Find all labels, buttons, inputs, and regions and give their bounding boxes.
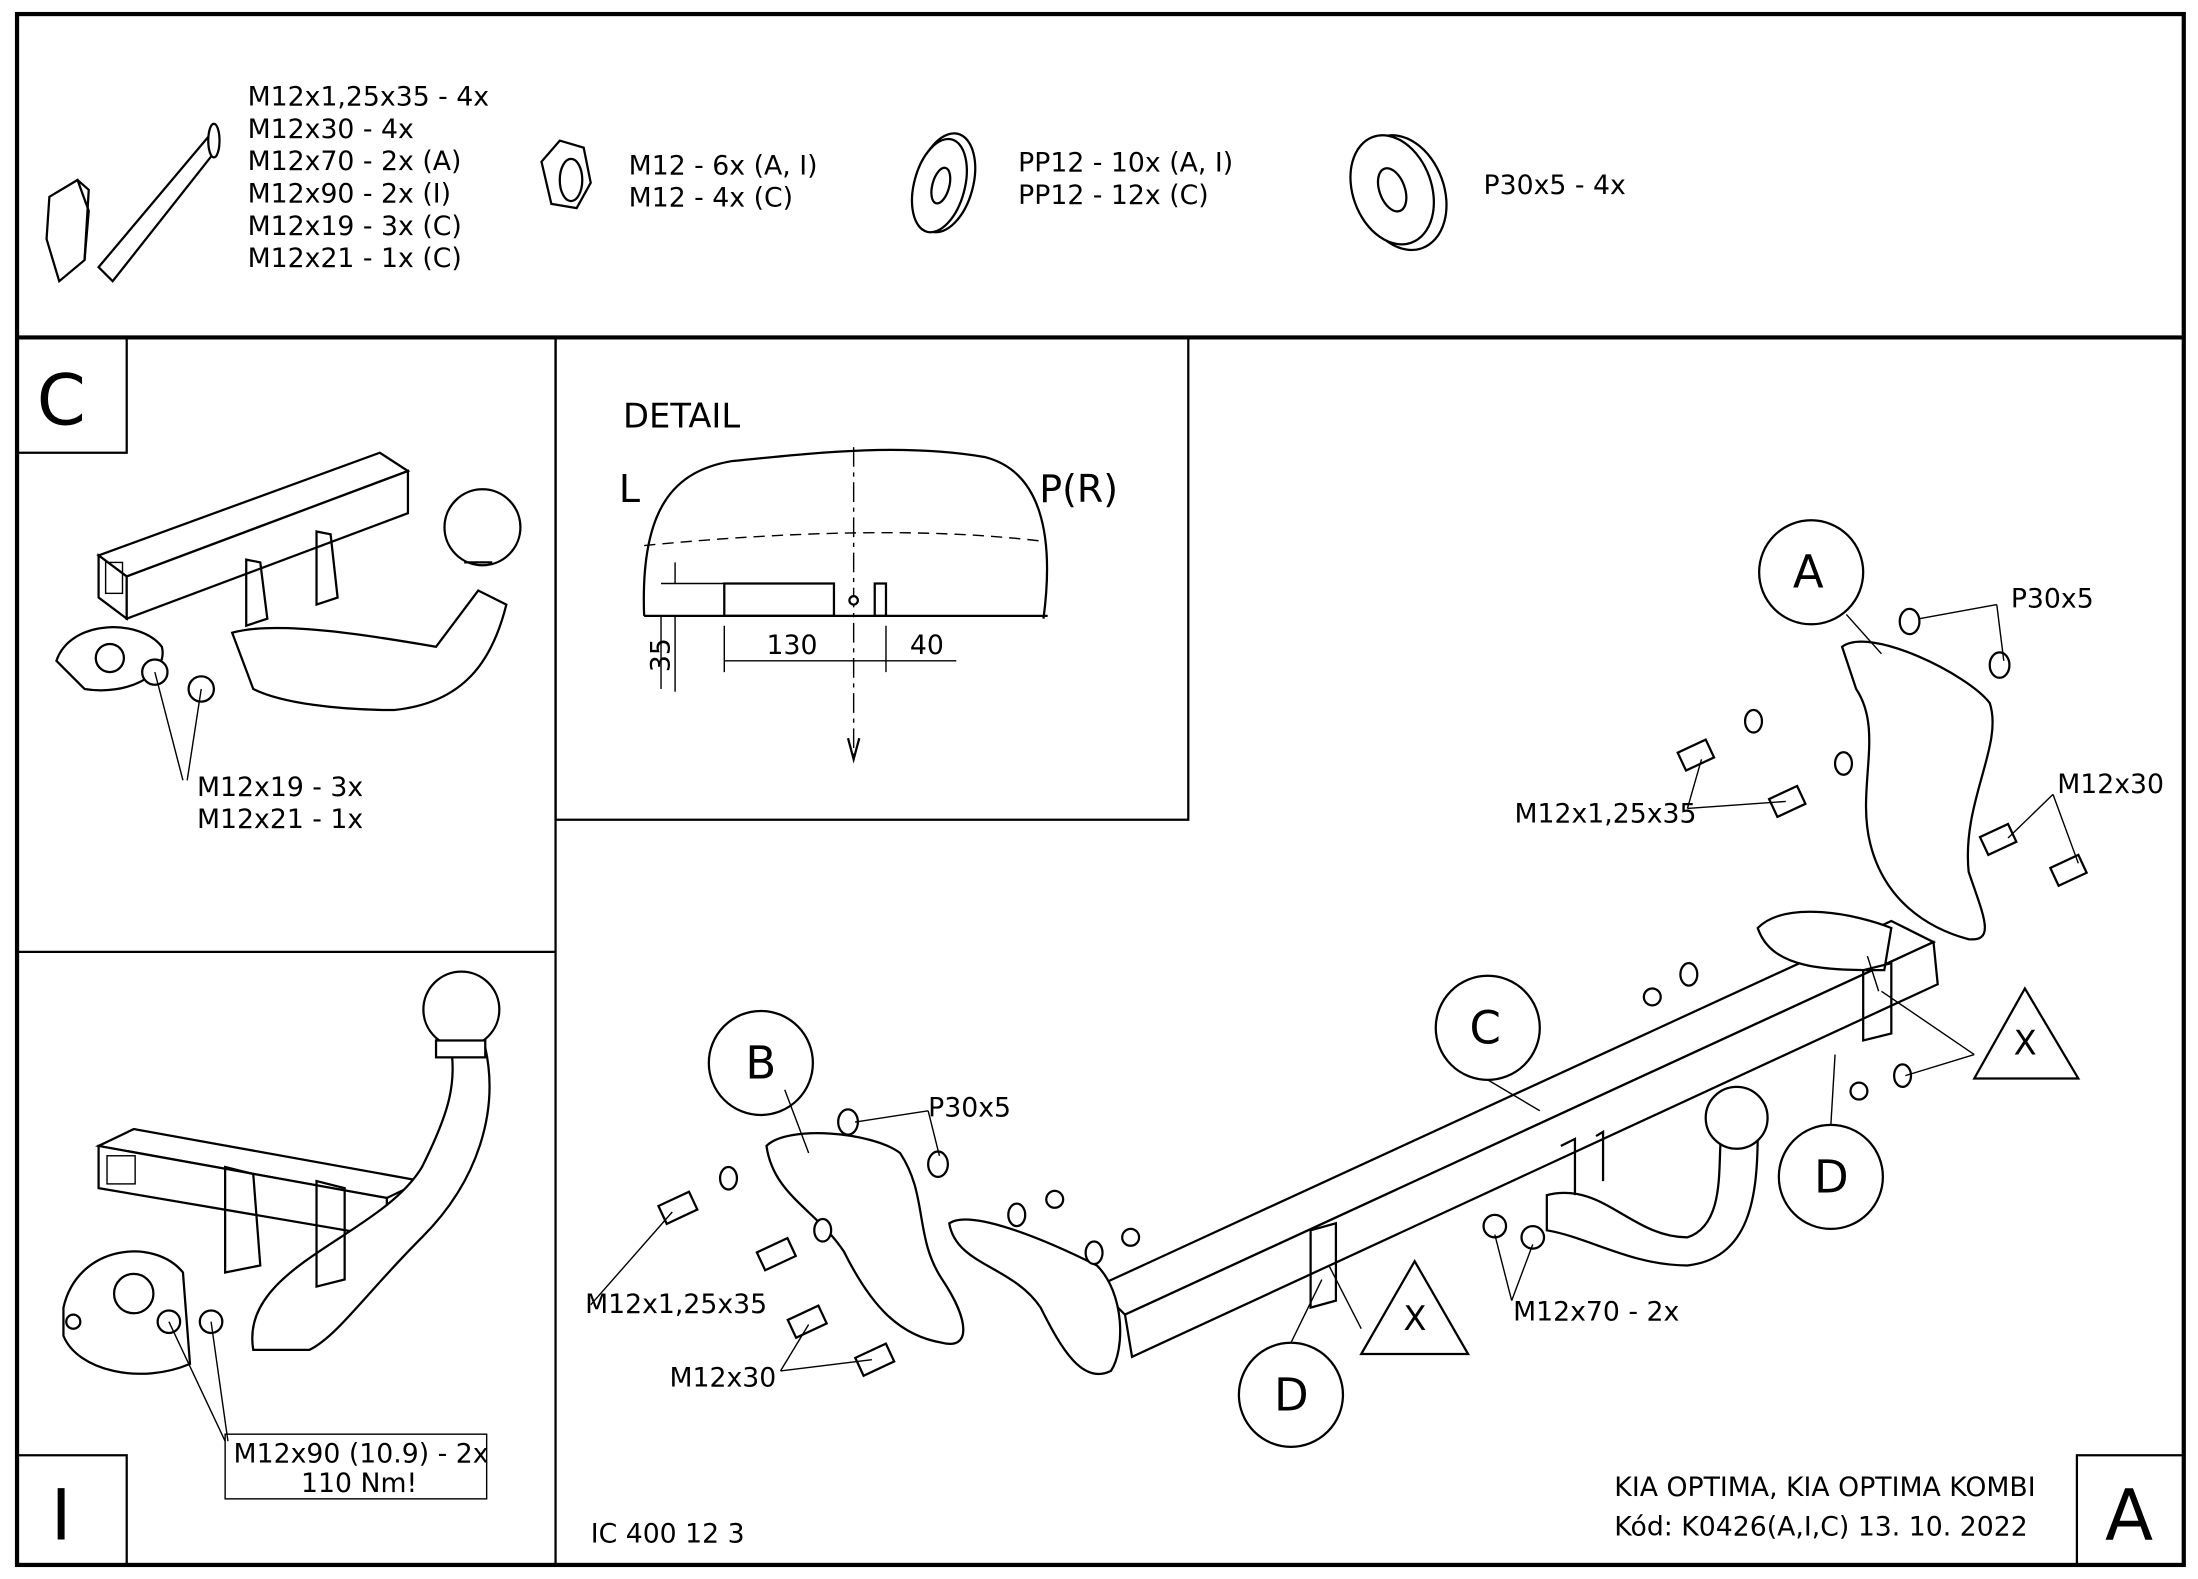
- large-washer-item: P30x5 - 4x: [1484, 170, 1626, 201]
- callout-d: D: [1274, 1368, 1309, 1421]
- vehicle-title: KIA OPTIMA, KIA OPTIMA KOMBI: [1614, 1472, 2035, 1503]
- large-washer-icon: [1349, 134, 1448, 252]
- nut-item: M12 - 6x (A, I): [629, 150, 818, 181]
- bolt-item: M12x1,25x35 - 4x: [248, 81, 489, 112]
- sheet-letter-box: [2075, 1454, 2185, 1567]
- washer-item: PP12 - 12x (C): [1018, 180, 1209, 211]
- panel-c-label: M12x21 - 1x: [197, 804, 363, 835]
- label-bolt-b: M12x1,25x35: [585, 1289, 767, 1320]
- label-bolt-a: M12x1,25x35: [1514, 799, 1696, 830]
- panel-c-towbar-drawing: [55, 451, 522, 781]
- label-p30x5-a: P30x5: [2011, 583, 2094, 614]
- callout-c: C: [1469, 1001, 1500, 1054]
- label-m12x30-b: M12x30: [669, 1362, 776, 1393]
- washer-icon: [910, 132, 977, 234]
- detail-frame: [554, 336, 1190, 821]
- bolt-item: M12x30 - 4x: [248, 114, 414, 145]
- panel-c-letter-box: [15, 336, 128, 454]
- detail-right-label: P(R): [1039, 467, 1118, 511]
- callout-x: X: [1403, 1299, 1426, 1338]
- nut-item: M12 - 4x (C): [629, 183, 793, 214]
- detail-left-label: L: [619, 467, 640, 511]
- detail-dim-width: 130: [766, 630, 817, 661]
- drawing-code: IC 400 12 3: [591, 1518, 745, 1549]
- panel-i-label: M12x90 (10.9) - 2x: [234, 1438, 489, 1469]
- detail-title: DETAIL: [623, 396, 740, 435]
- callout-x: X: [2014, 1024, 2037, 1063]
- callout-a: A: [1793, 546, 1824, 599]
- panel-c-label: M12x19 - 3x: [197, 772, 363, 803]
- bolt-list: M12x1,25x35 - 4x M12x30 - 4x M12x70 - 2x…: [248, 81, 489, 274]
- torque-note-box: [224, 1433, 488, 1500]
- callout-d: D: [1814, 1150, 1849, 1203]
- label-m12x70: M12x70 - 2x: [1513, 1296, 1679, 1327]
- nut-icon: [540, 139, 592, 210]
- sheet-letter: A: [2105, 1475, 2153, 1557]
- panel-c-letter: C: [37, 360, 86, 442]
- bolt-item: M12x90 - 2x (I): [248, 178, 451, 209]
- bolt-item: M12x21 - 1x (C): [248, 243, 462, 274]
- bumper-detail-drawing: [642, 447, 1049, 764]
- bolt-item: M12x70 - 2x (A): [248, 146, 462, 177]
- detail-dim-offset: 40: [910, 630, 944, 661]
- bolt-icon: [45, 122, 221, 284]
- panel-i-letter-box: [15, 1454, 128, 1567]
- panel-i-letter: I: [51, 1475, 72, 1557]
- detail-dim-height: 35: [645, 638, 676, 672]
- panel-i-torque: 110 Nm!: [301, 1468, 417, 1499]
- outer-frame: [14, 11, 2186, 1568]
- washer-item: PP12 - 10x (A, I): [1018, 148, 1233, 179]
- label-p30x5-b: P30x5: [928, 1092, 1011, 1123]
- main-towbar-assembly-drawing: [590, 519, 2089, 1448]
- code-date: Kód: K0426(A,I,C) 13. 10. 2022: [1614, 1511, 2027, 1542]
- label-m12x30-a: M12x30: [2057, 769, 2164, 800]
- panel-i-towbar-drawing: [62, 970, 501, 1442]
- callout-b: B: [745, 1036, 776, 1089]
- bolt-item: M12x19 - 3x (C): [248, 211, 462, 242]
